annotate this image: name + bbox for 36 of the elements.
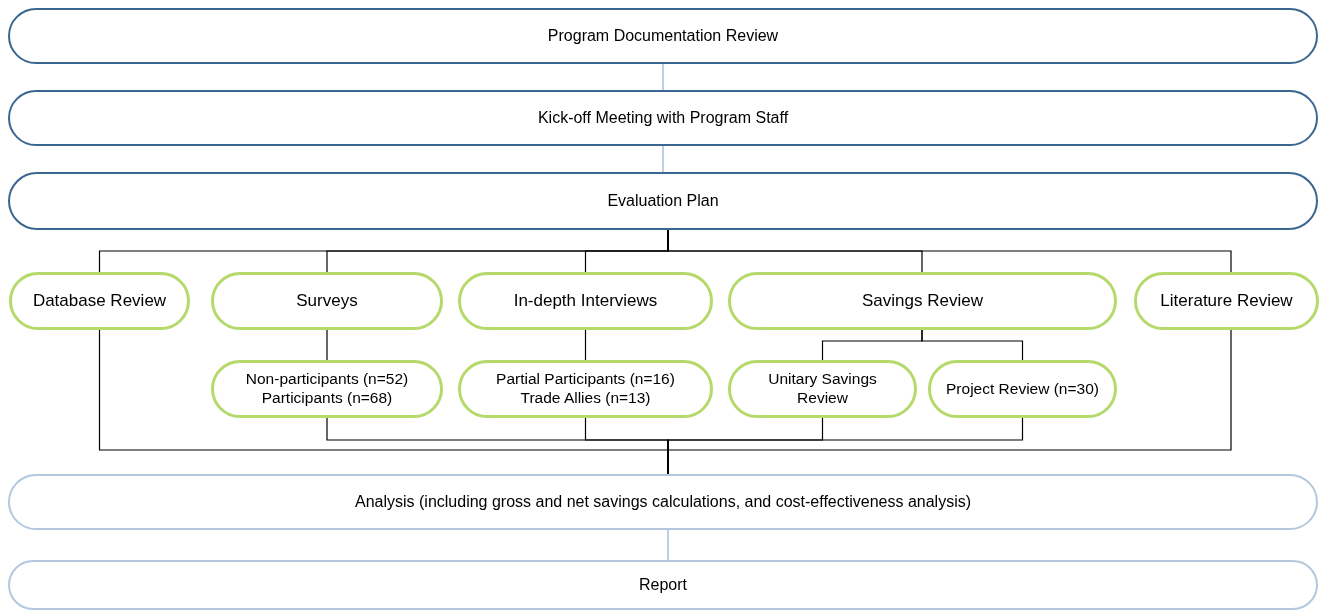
connector-line (921, 329, 1024, 361)
process-box (8, 90, 1318, 146)
process-box (458, 360, 713, 418)
node-label: Participants (n=68) (260, 389, 394, 408)
process-box (458, 272, 713, 330)
process-box (728, 360, 917, 418)
process-box (8, 560, 1318, 610)
node-label: Surveys (295, 290, 359, 312)
node-label: Non-participants (n=52) (244, 370, 410, 389)
process-box (928, 360, 1117, 418)
node-label: Savings Review (861, 290, 984, 312)
node-label: Literature Review (1159, 290, 1294, 312)
process-box (8, 474, 1318, 530)
connector-line (667, 529, 669, 561)
node-label: Kick-off Meeting with Program Staff (536, 108, 790, 128)
process-box (728, 272, 1117, 330)
connector-line (326, 329, 328, 361)
connector-line (584, 329, 587, 361)
node-label: Project Review (n=30) (945, 379, 1100, 399)
node-label: Evaluation Plan (606, 191, 720, 211)
node-label: In-depth Interviews (512, 290, 659, 312)
node-label: Partial Participants (n=16) (495, 370, 676, 389)
process-box (9, 272, 190, 330)
node-label: Database Review (31, 290, 168, 312)
node-label: Analysis (including gross and net savings calculations, and cost-effectiveness analysis) (354, 492, 972, 512)
node-label: Trade Allies (n=13) (519, 389, 652, 408)
process-box (211, 360, 443, 418)
node-label: Program Documentation Review (546, 26, 780, 46)
connector-line (662, 145, 664, 173)
process-box (1134, 272, 1319, 330)
node-label: Unitary Savings Review (767, 370, 878, 408)
process-box (8, 172, 1318, 230)
process-box (211, 272, 443, 330)
connector-line (662, 63, 664, 91)
process-box (8, 8, 1318, 64)
node-label: Report (638, 575, 688, 595)
